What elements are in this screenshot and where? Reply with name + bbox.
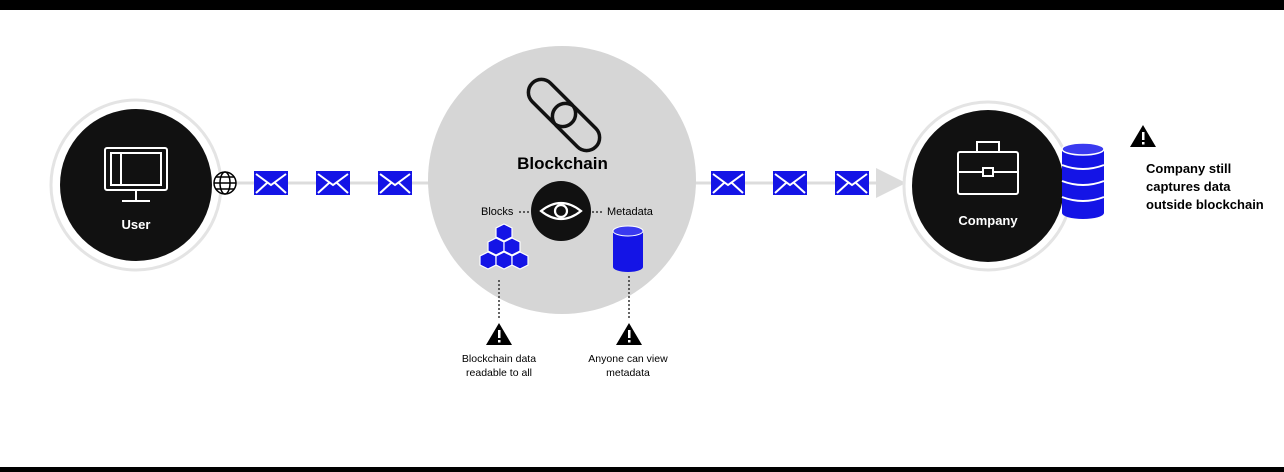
computer-monitor-icon [104,147,168,202]
user-label: User [121,217,151,232]
eye-badge [531,181,591,241]
message-envelope-icon [834,170,870,196]
stacked-cubes-icon [479,223,529,270]
message-envelope-icon [772,170,808,196]
company-warning-text: Company still captures data outside bloc… [1146,161,1264,212]
blockchain-privacy-diagram [49,46,1156,345]
metadata-label: Metadata [607,206,653,218]
company-node [912,110,1064,262]
briefcase-icon [957,141,1019,195]
blocks-label: Blocks [481,206,514,218]
blockchain-node [428,46,696,314]
database-stack-icon [1061,142,1105,219]
message-envelope-icon [710,170,746,196]
message-envelope-icon [377,170,413,196]
warning-triangle-icon [616,323,642,345]
eye-icon [539,201,583,221]
blockchain-title: Blockchain [517,154,608,173]
warning-triangle-icon [486,323,512,345]
chain-link-icon [526,77,602,153]
message-envelope-icon [253,170,289,196]
metadata-warning-text: Anyone can view metadata [588,353,668,379]
blocks-warning-text: Blockchain data readable to all [461,353,537,379]
database-icon [612,225,644,272]
warning-triangle-icon [1130,125,1156,147]
company-label: Company [958,213,1018,228]
globe-icon [213,171,237,195]
diagram-canvas: { "nodes": { "user": { "label": "User", … [0,10,1284,467]
message-envelope-icon [315,170,351,196]
